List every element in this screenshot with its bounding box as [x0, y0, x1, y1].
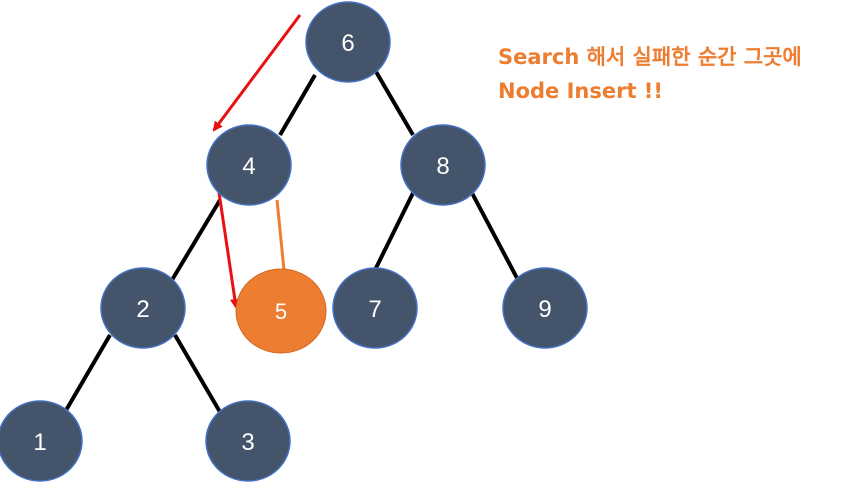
tree-node: 4: [206, 124, 292, 206]
annotation-line-1: Search 해서 실패한 순간 그곳에: [498, 45, 802, 69]
annotation-line-2: Node Insert !!: [498, 79, 663, 103]
node-circle: [206, 124, 292, 206]
node-label: 6: [341, 30, 354, 57]
tree-node: 7: [332, 267, 418, 349]
node-label: 4: [242, 153, 255, 180]
node-circle: [100, 267, 186, 349]
edge-6-8: [373, 68, 415, 137]
tree-node: 9: [502, 267, 588, 349]
node-circle: [0, 400, 83, 482]
tree-node: 2: [100, 267, 186, 349]
node-circle: [332, 267, 418, 349]
edge-8-7: [373, 192, 415, 271]
edge-8-9: [470, 192, 520, 281]
tree-node: 1: [0, 400, 83, 482]
edge-2-3: [173, 333, 222, 414]
edge-2-1: [63, 333, 112, 414]
inserted-node: 5: [235, 268, 327, 354]
tree-node: 3: [205, 400, 291, 482]
node-label: 5: [275, 299, 287, 324]
edge-4-5-inserted: [275, 199, 286, 271]
node-circle: [400, 124, 486, 206]
node-label: 1: [33, 429, 46, 456]
node-label: 8: [436, 153, 449, 180]
search-arrow-6-to-4: [212, 14, 302, 132]
node-circle: [305, 1, 391, 83]
node-label: 3: [241, 429, 254, 456]
node-circle: [502, 267, 588, 349]
node-label: 2: [136, 296, 149, 323]
annotation: Search 해서 실패한 순간 그곳에 Node Insert !!: [498, 40, 802, 108]
edges: [63, 68, 520, 414]
node-label: 7: [368, 296, 381, 323]
nodes: 6 4 8 2 5 7 9: [0, 1, 588, 482]
inserted-node-circle: [235, 268, 327, 354]
node-label: 9: [538, 296, 551, 323]
edge-4-2: [170, 198, 222, 282]
node-circle: [205, 400, 291, 482]
tree-node: 6: [305, 1, 391, 83]
edge-6-4: [278, 73, 317, 137]
tree-node: 8: [400, 124, 486, 206]
